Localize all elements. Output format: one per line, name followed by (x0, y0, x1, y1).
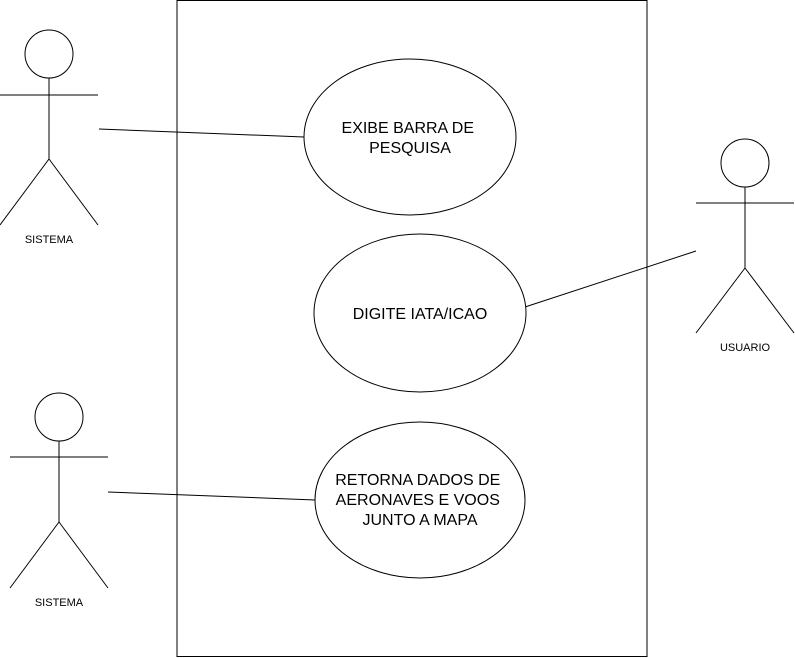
actor-left-leg (0, 158, 50, 226)
use-case-label: RETORNA DADOS DE AERONAVES E VOOS JUNTO … (335, 472, 505, 529)
use-case-label: DIGITE IATA/ICAO (353, 306, 488, 323)
use-case-ellipse (313, 233, 527, 393)
system-boundary (176, 0, 648, 657)
use-case-digite-iata[interactable]: DIGITE IATA/ICAO (313, 233, 527, 393)
use-case-exibe-barra[interactable]: EXIBE BARRA DE PESQUISA (303, 58, 517, 216)
actor-label: SISTEMA (35, 597, 84, 609)
actor-right-leg (48, 158, 99, 226)
actor-left-leg (9, 521, 60, 589)
actor-head (34, 392, 84, 442)
association-sistema-exibe-barra (98, 128, 305, 138)
association-usuario-digite-iata (524, 250, 697, 308)
actor-sistema-2[interactable]: SISTEMA (9, 392, 109, 609)
actor-head (720, 138, 770, 188)
use-case-ellipse (314, 421, 526, 579)
actor-usuario[interactable]: USUARIO (695, 138, 795, 354)
use-case-ellipse (303, 58, 517, 216)
actor-sistema-1[interactable]: SISTEMA (0, 29, 99, 246)
actor-right-leg (58, 521, 109, 589)
use-case-retorna-dados[interactable]: RETORNA DADOS DE AERONAVES E VOOS JUNTO … (314, 421, 526, 579)
actor-head (24, 29, 74, 79)
actor-label: USUARIO (720, 342, 771, 354)
actor-label: SISTEMA (25, 234, 74, 246)
actor-right-leg (744, 267, 795, 334)
use-case-label: EXIBE BARRA DE PESQUISA (342, 120, 479, 157)
actor-left-leg (695, 267, 746, 334)
association-sistema-retorna-dados (107, 491, 316, 501)
